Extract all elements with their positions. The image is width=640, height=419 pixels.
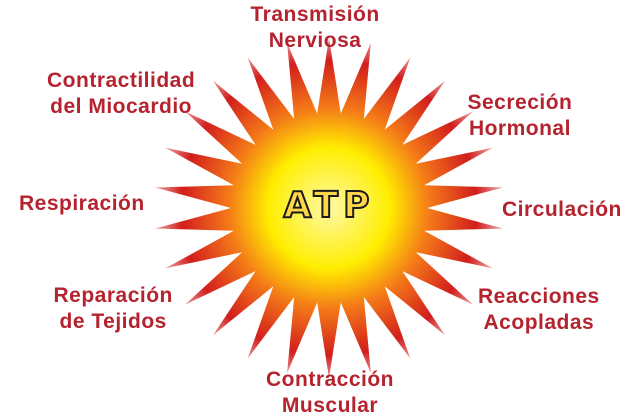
label-reparacion-de-tejidos: Reparación de Tejidos bbox=[54, 283, 173, 335]
label-line: Circulación bbox=[502, 198, 622, 221]
label-line: Muscular bbox=[281, 394, 379, 417]
label-secrecion-hormonal: Secreción Hormonal bbox=[468, 90, 573, 142]
label-line: Contractilidad bbox=[47, 69, 196, 92]
label-contractilidad-del-miocardio: Contractilidad del Miocardio bbox=[47, 68, 195, 120]
label-line: del Miocardio bbox=[50, 95, 193, 118]
label-line: Transmisión bbox=[250, 3, 380, 26]
label-line: Secreción bbox=[467, 91, 573, 114]
label-line: Nerviosa bbox=[268, 29, 362, 52]
label-line: de Tejidos bbox=[59, 310, 167, 333]
starburst-shape bbox=[155, 38, 503, 378]
label-line: Reparación bbox=[53, 284, 173, 307]
label-transmision-nerviosa: Transmisión Nerviosa bbox=[251, 2, 380, 54]
label-line: Hormonal bbox=[468, 117, 571, 140]
label-contraccion-muscular: Contracción Muscular bbox=[266, 367, 394, 419]
label-line: Respiración bbox=[19, 192, 145, 215]
label-line: Acopladas bbox=[483, 311, 595, 334]
label-line: Reacciones bbox=[478, 285, 600, 308]
label-circulacion: Circulación bbox=[502, 197, 622, 223]
label-line: Contracción bbox=[266, 368, 395, 391]
label-reacciones-acopladas: Reacciones Acopladas bbox=[478, 284, 600, 336]
label-respiracion: Respiración bbox=[19, 191, 145, 217]
center-label-atp: ATP bbox=[282, 184, 375, 227]
